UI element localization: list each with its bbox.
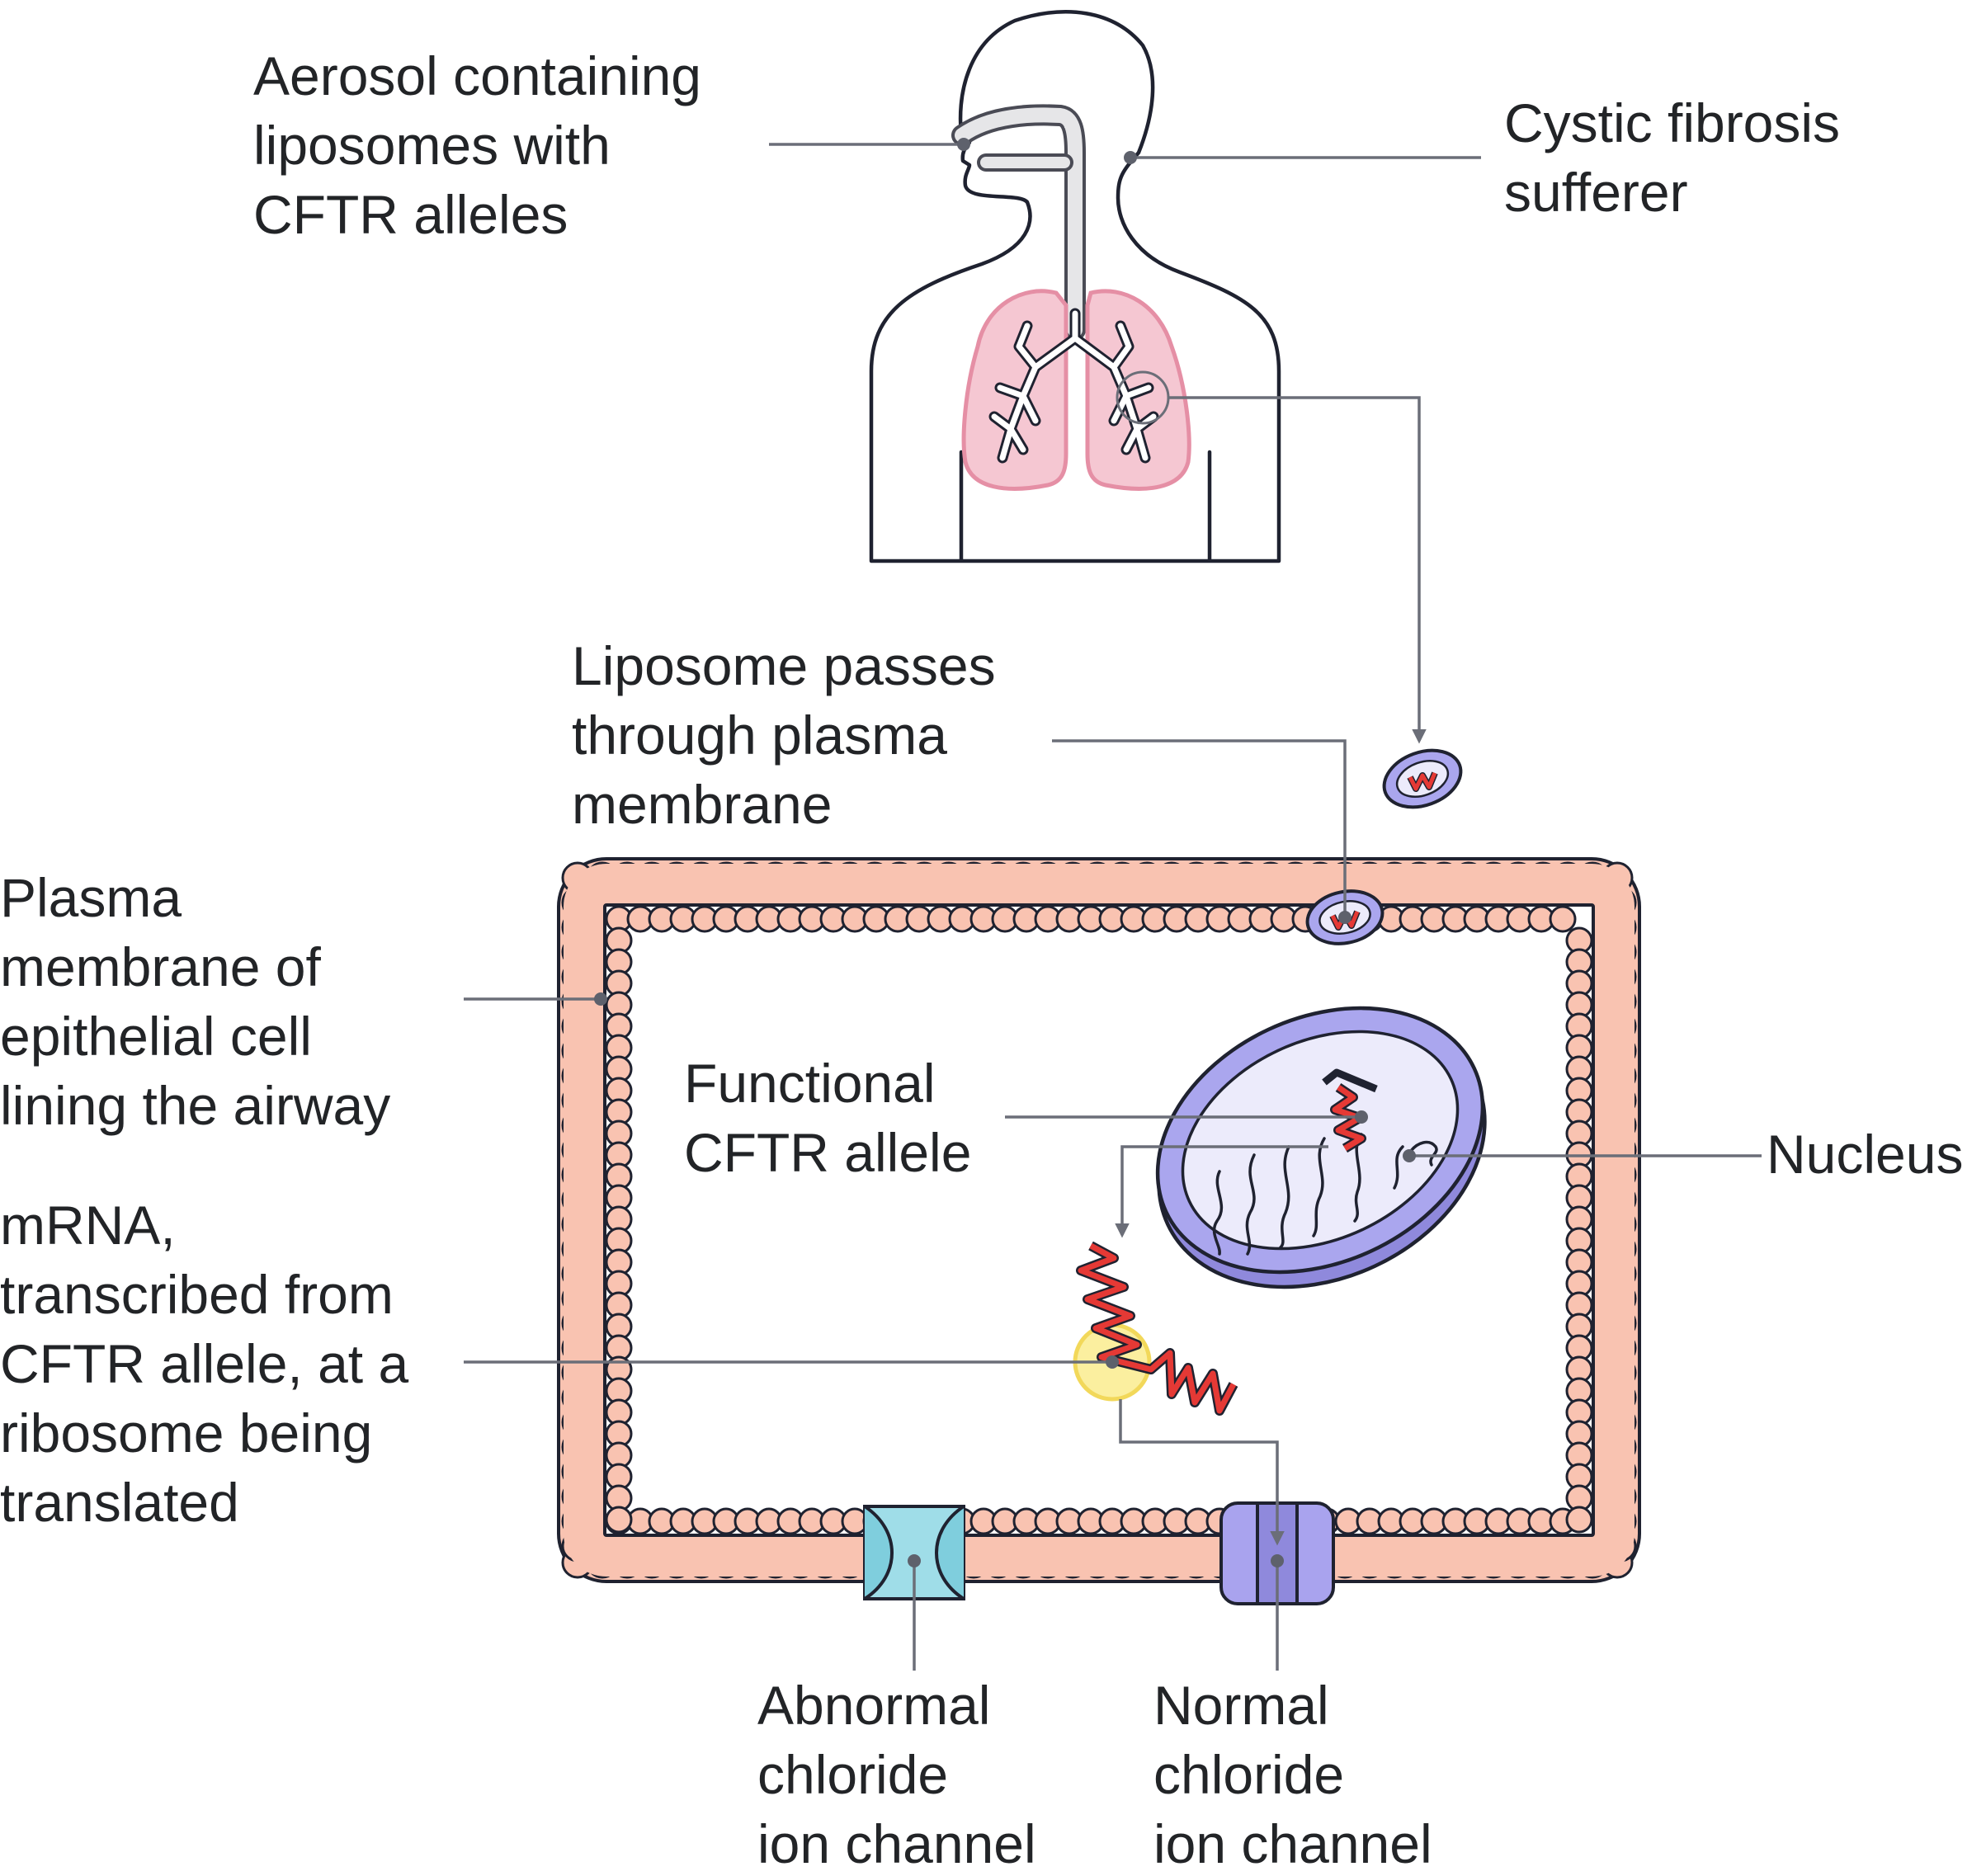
lungs: [961, 120, 1191, 491]
label-mrna: mRNA, transcribed from CFTR allele, at a…: [0, 1195, 424, 1533]
label-functional-allele: Functional CFTR allele: [684, 1053, 971, 1183]
nucleus: [1155, 1006, 1487, 1289]
person-figure: [869, 10, 1281, 563]
label-sufferer: Cystic fibrosis sufferer: [1504, 92, 1855, 223]
label-liposome-passes: Liposome passes through plasma membrane: [572, 635, 1011, 835]
label-abnormal-channel: Abnormal chloride ion channel: [757, 1675, 1036, 1874]
leader-lines: [464, 138, 1762, 1671]
membrane-bump: [1565, 1506, 1593, 1534]
membrane-bump: [1549, 905, 1577, 933]
label-nucleus: Nucleus: [1767, 1124, 1963, 1185]
label-aerosol: Aerosol containing liposomes with CFTR a…: [253, 45, 716, 245]
label-plasma-membrane: Plasma membrane of epithelial cell linin…: [0, 867, 390, 1136]
abnormal-chloride-channel: [863, 1505, 965, 1600]
liposome-outside: [1382, 748, 1463, 809]
membrane-bump: [605, 1506, 633, 1534]
ribosome-mrna: [1073, 1241, 1238, 1416]
label-normal-channel: Normal chloride ion channel: [1153, 1675, 1432, 1874]
plasma-membrane: [557, 857, 1641, 1583]
